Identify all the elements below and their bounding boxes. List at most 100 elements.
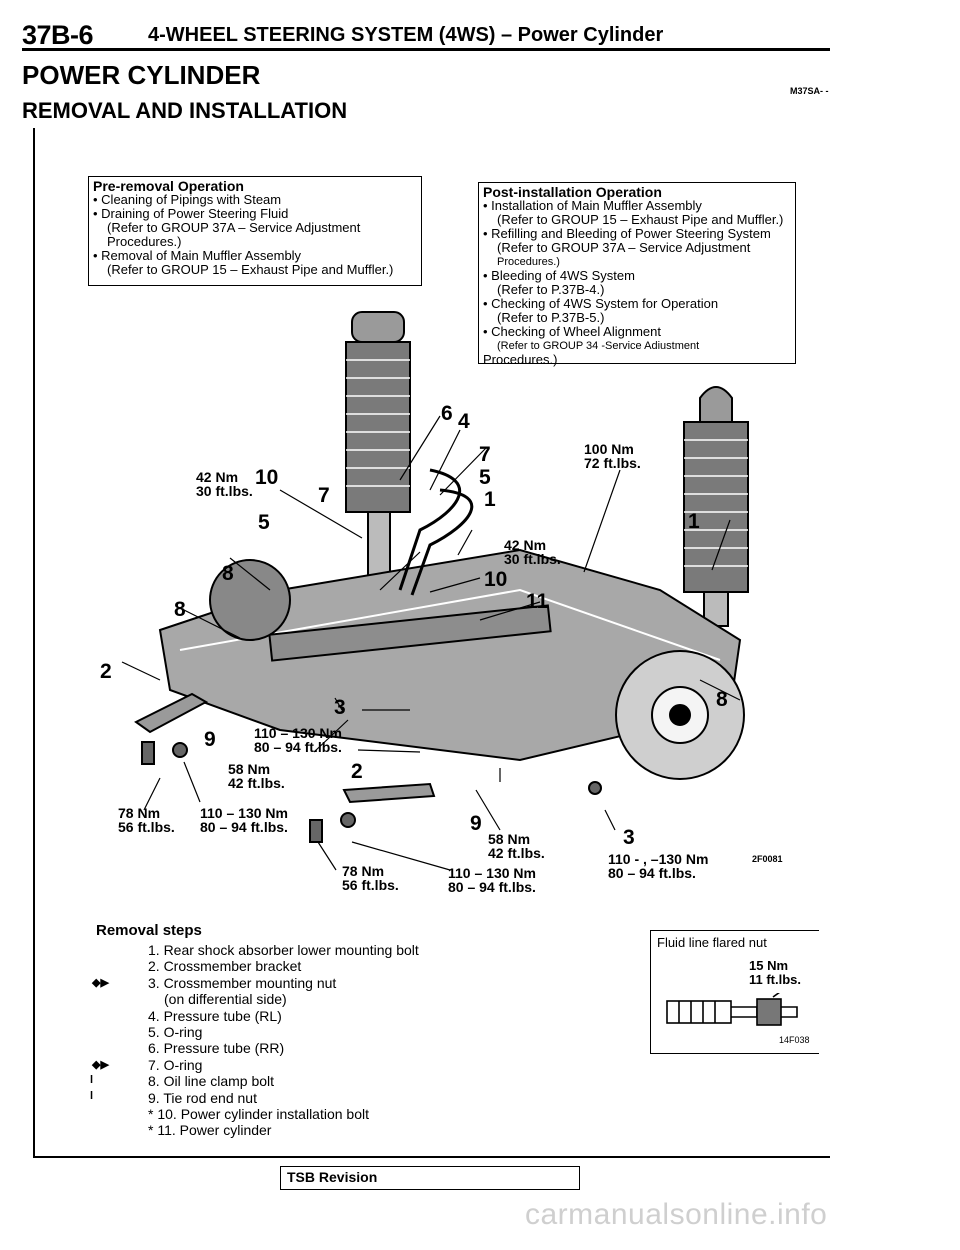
pre-removal-item: • Removal of Main Muffler Assembly: [93, 248, 302, 263]
tsb-revision-box: TSB Revision: [280, 1166, 580, 1190]
part-number-label: 4: [458, 410, 470, 433]
crossmember-bracket: [342, 782, 436, 804]
power-cylinder: [268, 604, 552, 662]
pre-removal-note: Procedures.): [107, 234, 182, 249]
list-item: 9. Tie rod end nut: [148, 1089, 257, 1106]
nut-icon: [588, 781, 602, 795]
part-number-label: 5: [258, 511, 270, 534]
pre-removal-item: • Cleaning of Pipings with Steam: [93, 192, 282, 207]
step-marker: ◆▶: [92, 977, 109, 989]
pre-removal-note: (Refer to GROUP 15 – Exhaust Pipe and Mu…: [107, 262, 394, 277]
flared-nut-icon: [666, 993, 798, 1026]
list-item: 3. Crossmember mounting nut: [148, 974, 337, 991]
header-rule: [22, 48, 830, 51]
part-number-label: 3: [623, 826, 635, 849]
nut-icon: [340, 812, 356, 828]
part-number-label: 9: [204, 728, 216, 751]
part-number-label: 10: [255, 466, 279, 489]
list-item: 1. Rear shock absorber lower mounting bo…: [148, 942, 419, 958]
pre-removal-note: (Refer to GROUP 37A – Service Adjustment: [107, 220, 361, 235]
rear-suspension-diagram: [121, 311, 749, 871]
post-install-item: • Checking of Wheel Alignment: [483, 324, 661, 339]
list-item: 2. Crossmember bracket: [148, 958, 302, 975]
pre-removal-heading: Pre-removal Operation: [93, 178, 244, 194]
list-item: * 11. Power cylinder: [148, 1122, 272, 1139]
list-item: 7. O-ring: [148, 1056, 203, 1073]
pre-removal-box: Pre-removal Operation • Cleaning of Pipi…: [88, 176, 422, 286]
fluid-box-code: 14F038: [779, 1035, 810, 1045]
list-item: 4. Pressure tube (RL): [148, 1007, 282, 1024]
list-item: (on differential side): [164, 991, 287, 1008]
part-number-label: 8: [716, 688, 728, 711]
removal-steps-list: 1. Rear shock absorber lower mounting bo…: [148, 942, 419, 1139]
left-margin-rule: [33, 128, 35, 1158]
part-number-label: 1: [484, 488, 496, 511]
post-install-item: • Refilling and Bleeding of Power Steeri…: [483, 226, 771, 241]
part-number-label: 6: [441, 402, 453, 425]
post-install-note: (Refer to GROUP 37A – Service Adjustment: [497, 240, 751, 255]
page-header-title: 4-WHEEL STEERING SYSTEM (4WS) – Power Cy…: [148, 24, 664, 46]
footer-rule: [34, 1156, 830, 1158]
step-marker: ◆▶: [92, 1059, 109, 1071]
part-number-label: 2: [351, 760, 363, 783]
post-install-item: • Bleeding of 4WS System: [483, 268, 635, 283]
post-install-item: • Installation of Main Muffler Assembly: [483, 198, 702, 213]
section-subtitle: REMOVAL AND INSTALLATION: [22, 98, 348, 123]
list-item: * 10. Power cylinder installation bolt: [148, 1106, 370, 1123]
part-number-label: 1: [688, 510, 700, 533]
post-install-item: • Checking of 4WS System for Operation: [483, 296, 719, 311]
right-shock-spring: [683, 421, 749, 593]
removal-steps-title: Removal steps: [96, 922, 202, 939]
pressure-tube: [398, 468, 462, 591]
watermark: carmanualsonline.info: [525, 1198, 828, 1231]
post-install-note: (Refer to P.37B-5.): [497, 310, 605, 325]
part-number-label: 7: [479, 443, 491, 466]
diagram-code: 2F0081: [752, 854, 783, 864]
part-number-label: 11: [526, 590, 549, 613]
post-install-note: (Refer to GROUP 15 – Exhaust Pipe and Mu…: [497, 212, 784, 227]
list-item: 6. Pressure tube (RR): [148, 1040, 285, 1057]
crossmember-bracket: [134, 692, 209, 734]
right-shock-top: [699, 386, 733, 423]
post-install-note: Procedures.): [497, 256, 560, 268]
fluid-line-box: Fluid line flared nut 15 Nm 11 ft.lbs. 1…: [650, 930, 819, 1054]
part-number-label: 8: [222, 562, 234, 585]
crossmember: [158, 548, 742, 762]
section-code: M37SA- -: [790, 86, 829, 96]
list-item: 5. O-ring: [148, 1024, 203, 1041]
part-number-label: 7: [318, 484, 330, 507]
page-number: 37B-6: [22, 20, 94, 50]
nut-icon: [172, 742, 188, 758]
section-title: POWER CYLINDER: [22, 60, 261, 90]
post-install-note: Procedures.): [483, 352, 558, 367]
post-installation-heading: Post-installation Operation: [483, 184, 662, 200]
part-number-label: 10: [484, 568, 508, 591]
part-number-label: 2: [100, 660, 112, 683]
part-number-label: 3: [334, 696, 346, 719]
post-installation-box: Post-installation Operation • Installati…: [478, 182, 796, 367]
fluid-box-title: Fluid line flared nut: [657, 935, 767, 950]
bolt-icon: [309, 819, 323, 843]
left-hub: [209, 559, 291, 641]
part-number-label: 5: [479, 466, 491, 489]
post-install-note: (Refer to GROUP 34 -Service Adiustment: [497, 340, 700, 352]
pre-removal-item: • Draining of Power Steering Fluid: [93, 206, 289, 221]
fluid-box-torque: 15 Nm 11 ft.lbs.: [749, 958, 802, 987]
part-number-label: 9: [470, 812, 482, 835]
step-marker: l: [90, 1090, 94, 1102]
list-item: 8. Oil line clamp bolt: [148, 1073, 275, 1090]
post-install-note: (Refer to P.37B-4.): [497, 282, 605, 297]
shock-top-mount: [351, 311, 405, 343]
step-marker: l: [90, 1074, 94, 1086]
